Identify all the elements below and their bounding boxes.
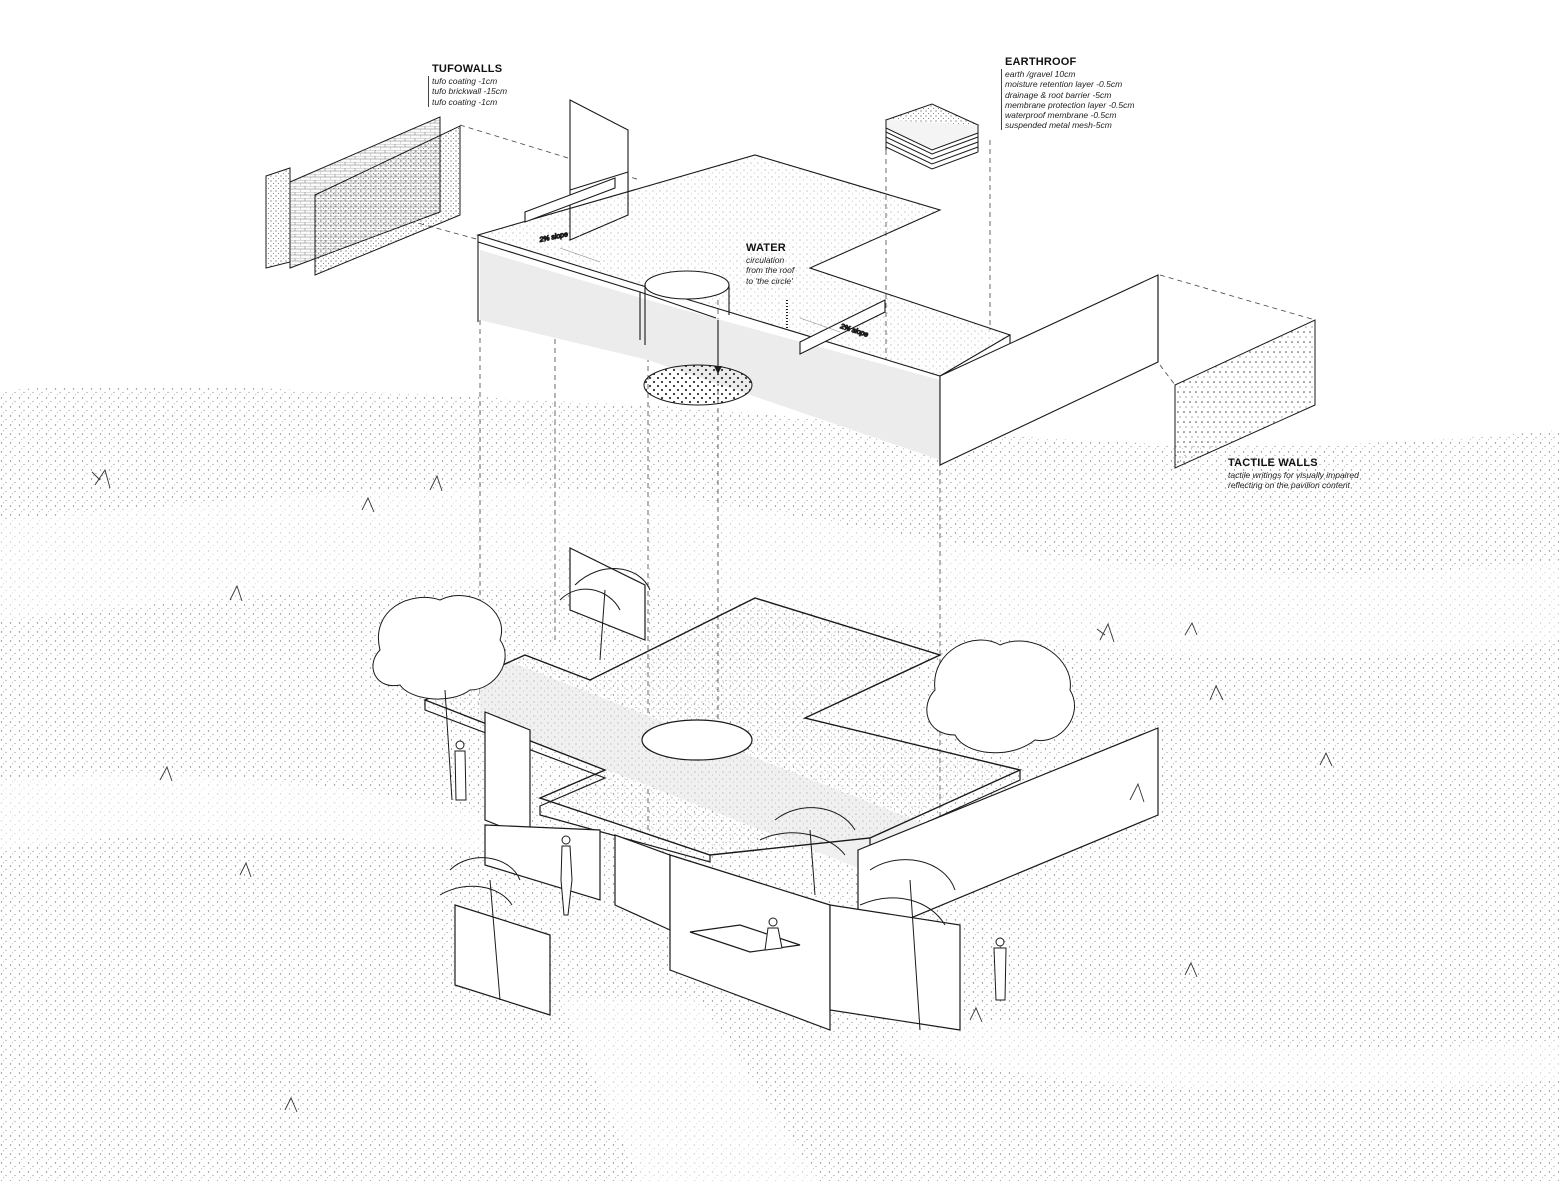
tactile-walls-label: TACTILE WALLS tactile writings for visua… (1228, 457, 1359, 491)
tree-icon (859, 859, 956, 1031)
tactile-walls-line: tactile writings for visually impaired (1228, 470, 1359, 481)
earthroof-line: membrane protection layer -0.5cm (1005, 99, 1135, 110)
plant-icon (91, 468, 1333, 1113)
tree-icon (926, 639, 1076, 754)
water-line: to 'the circle' (746, 275, 793, 286)
tufowalls-line: tufo coating -1cm (432, 96, 498, 107)
earthroof-list: earth /gravel 10cm moisture retention la… (1001, 69, 1135, 131)
tufowalls-title: TUFOWALLS (432, 63, 503, 75)
person-icon (993, 937, 1007, 1001)
earthroof-line: earth /gravel 10cm (1005, 69, 1076, 80)
water-line: circulation (746, 255, 785, 266)
tree-icon (372, 595, 506, 801)
earthroof-line: suspended metal mesh-5cm (1005, 120, 1112, 131)
tactile-walls-line: reflecting on the pavilion content (1228, 480, 1350, 491)
tufo-wall-layers (265, 116, 461, 276)
tactile-walls-title: TACTILE WALLS (1228, 457, 1318, 469)
earthroof-label: EARTHROOF earth /gravel 10cm moisture re… (1001, 56, 1134, 131)
tree-icon (439, 857, 521, 1001)
assembled-pavilion (423, 547, 1159, 1031)
person-icon (454, 740, 467, 801)
exploded-roof-volume: 2% slope 2% slope (476, 99, 1159, 466)
tufowalls-line: tufo brickwall -15cm (432, 86, 508, 97)
tree-icon (559, 568, 651, 661)
tufowalls-line: tufo coating -1cm (432, 76, 498, 87)
tree-icon (759, 807, 856, 896)
water-circle (643, 364, 753, 406)
earthroof-line: drainage & root barrier -5cm (1005, 89, 1112, 100)
person-icon (764, 917, 783, 951)
earthroof-title: EARTHROOF (1005, 56, 1077, 68)
earthroof-layer-stack (884, 103, 980, 170)
water-title: WATER (746, 242, 786, 254)
earthroof-line: waterproof membrane -0.5cm (1005, 109, 1117, 120)
tufowalls-label: TUFOWALLS tufo coating -1cm tufo brickwa… (428, 63, 507, 107)
water-line: from the roof (746, 265, 795, 276)
tactile-wall-panel (1174, 319, 1316, 469)
person-icon (560, 835, 573, 916)
water-label: WATER circulation from the roof to 'the … (746, 242, 794, 286)
earthroof-line: moisture retention layer -0.5cm (1005, 79, 1123, 90)
tufowalls-list: tufo coating -1cm tufo brickwall -15cm t… (428, 76, 507, 107)
